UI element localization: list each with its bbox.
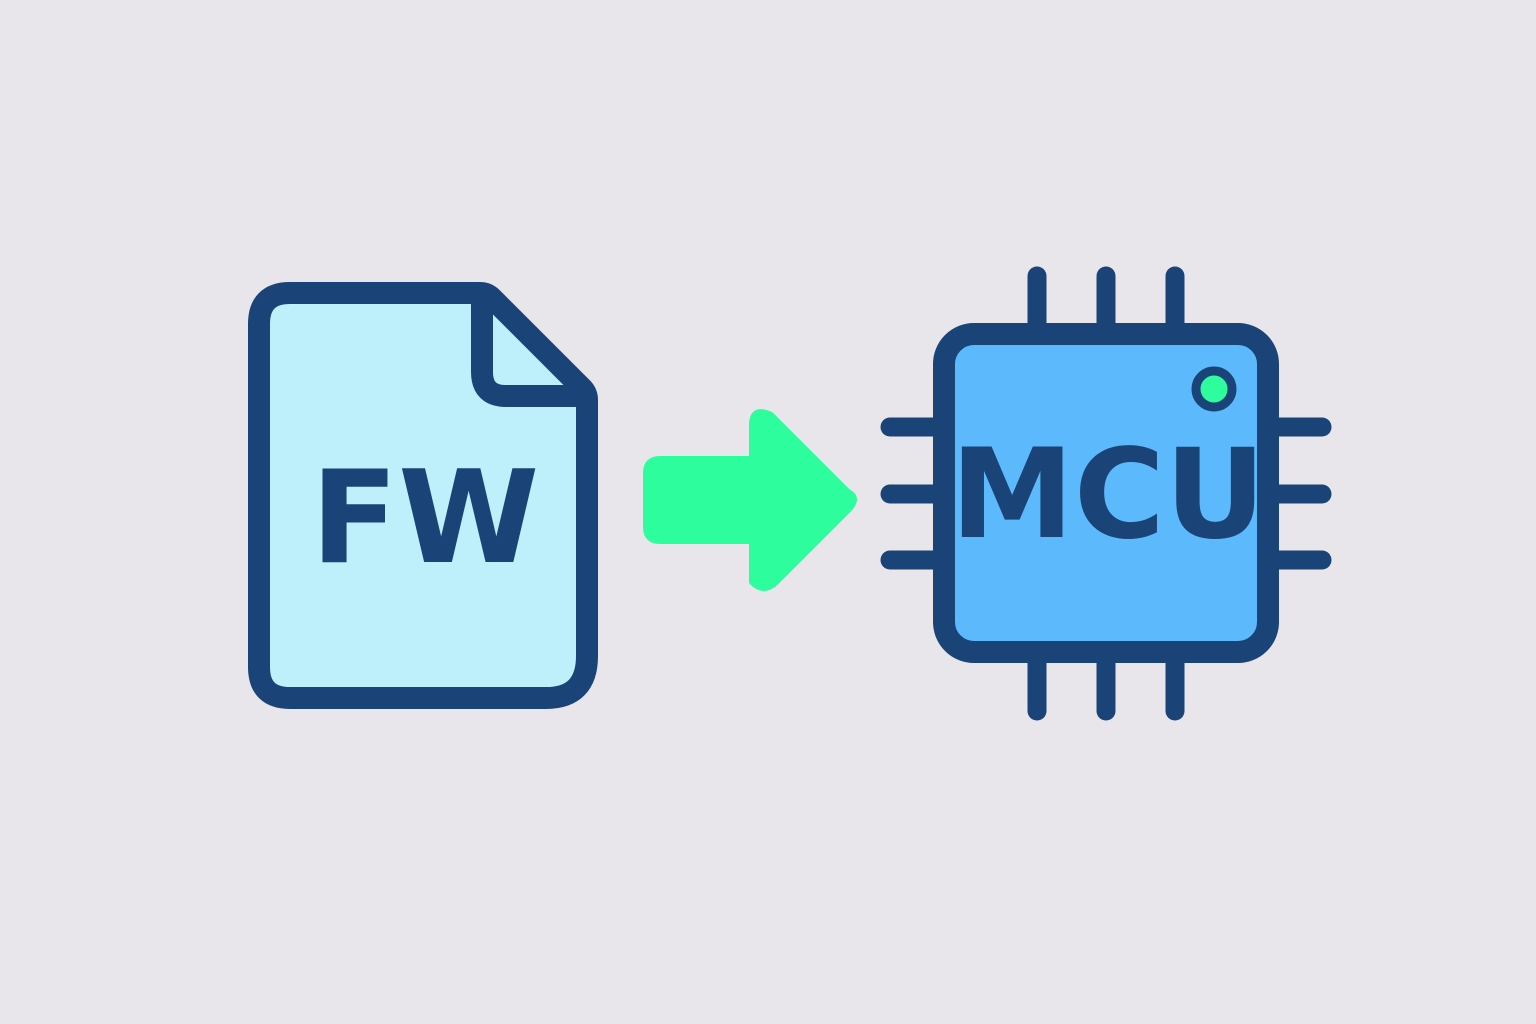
arrow-right-icon xyxy=(643,409,857,591)
chip-bottom-pins xyxy=(1027,645,1185,721)
chip-label: MCU xyxy=(950,423,1265,567)
file-label: FW xyxy=(311,444,540,593)
arrow-shape xyxy=(643,409,857,591)
chip-body xyxy=(933,323,1279,663)
chip-indicator-dot xyxy=(1191,366,1237,412)
file-corner-fold xyxy=(471,289,591,407)
firmware-file-icon: FW xyxy=(248,282,598,709)
microcontroller-chip-icon: MCU xyxy=(880,266,1332,721)
chip-top-pins xyxy=(1027,266,1185,340)
